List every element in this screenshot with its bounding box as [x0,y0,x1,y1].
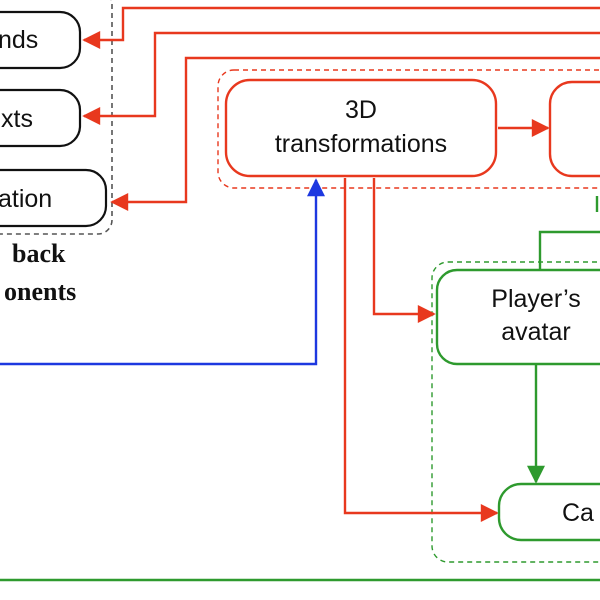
node-right-partial [548,80,600,178]
feedback-components-label-line1: back [12,239,66,268]
edge-input-to-transform [0,178,325,366]
edge-transform-to-camera [343,178,499,522]
feedback-components-group-border [0,0,113,235]
node-texts: xts [0,88,82,148]
node-players-avatar-line1: Player’s [491,285,580,313]
node-3d-transformations: 3D transformations [224,78,498,178]
edge-to-texts [82,31,600,125]
node-3d-transformations-line2: transformations [275,130,447,158]
feedback-components-label-line2: onents [4,277,76,306]
avatar-group-border [431,261,600,563]
node-sounds-label: nds [0,26,38,54]
node-sounds: nds [0,10,82,70]
edge-green-top [538,230,600,270]
transform-group-border [217,69,600,189]
node-3d-transformations-line1: 3D [345,96,377,124]
node-players-avatar-line2: avatar [501,318,570,346]
edge-transform-to-avatar [372,178,436,323]
edge-to-sounds [82,6,600,49]
node-camera-label: Ca [562,499,594,527]
node-animation: ation [0,168,108,228]
node-players-avatar: Player’s avatar [435,268,600,366]
node-texts-label: xts [1,105,33,133]
node-camera: Ca [497,482,600,542]
node-animation-label: ation [0,185,52,213]
edge-to-animation [110,56,600,211]
